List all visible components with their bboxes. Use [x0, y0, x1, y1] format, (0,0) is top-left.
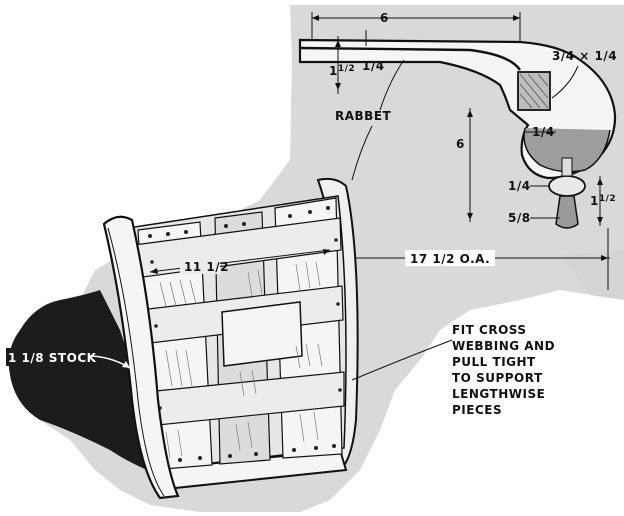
note-line-1: FIT CROSS	[452, 323, 527, 337]
stool-near-end	[102, 215, 180, 500]
dim-leg-eighth: 5/8	[508, 211, 531, 225]
rabbet-leader-1	[379, 59, 405, 111]
side-profile	[298, 38, 617, 229]
tacks	[148, 206, 342, 464]
near-end-edge	[107, 227, 165, 497]
webbing-texture	[159, 261, 323, 459]
webbing-note: FIT CROSS WEBBING AND PULL TIGHT TO SUPP…	[351, 323, 555, 417]
molding-leader	[551, 65, 579, 99]
dim-overall: 17 1/2 O.A.	[410, 252, 490, 266]
stock-label: 1 1/8 STOCK	[8, 351, 97, 365]
leg-section	[523, 127, 611, 173]
dim-thickness: 11/2	[329, 64, 355, 78]
dimensions-top: 6 11/2 1/4 3/4 × 1/4 6 1/4 1/4 5/8 11/2	[311, 11, 617, 226]
foot-dowel	[561, 157, 573, 177]
rabbet-line	[299, 46, 521, 71]
dim-inside-width: 11 1/2	[184, 260, 229, 274]
dim-leg-half: 11/2	[590, 194, 616, 208]
note-line-4: TO SUPPORT	[452, 371, 543, 385]
inside-width-dimension: 11 1/2	[149, 249, 331, 274]
note-line-6: PIECES	[452, 403, 502, 417]
shadow-blob	[8, 290, 175, 480]
molding-hatch	[519, 73, 549, 109]
dim-leg-quarter: 1/4	[508, 179, 531, 193]
note-line-3: PULL TIGHT	[452, 355, 536, 369]
molding-label: 3/4 × 1/4	[552, 49, 617, 63]
note-line-5: LENGTHWISE	[452, 387, 545, 401]
dim-rabbet-depth: 1/4	[362, 59, 385, 73]
note-leader	[351, 339, 453, 381]
dim-top-width: 6	[380, 11, 389, 25]
stool	[102, 177, 359, 500]
dim-height: 6	[456, 137, 465, 151]
ball-foot	[548, 175, 586, 197]
note-line-2: WEBBING AND	[452, 339, 555, 353]
rabbet-label: RABBET	[335, 109, 392, 123]
rabbet-leader-2	[351, 125, 373, 181]
foot-peg	[555, 195, 579, 229]
webbing-center-patch	[221, 301, 303, 367]
